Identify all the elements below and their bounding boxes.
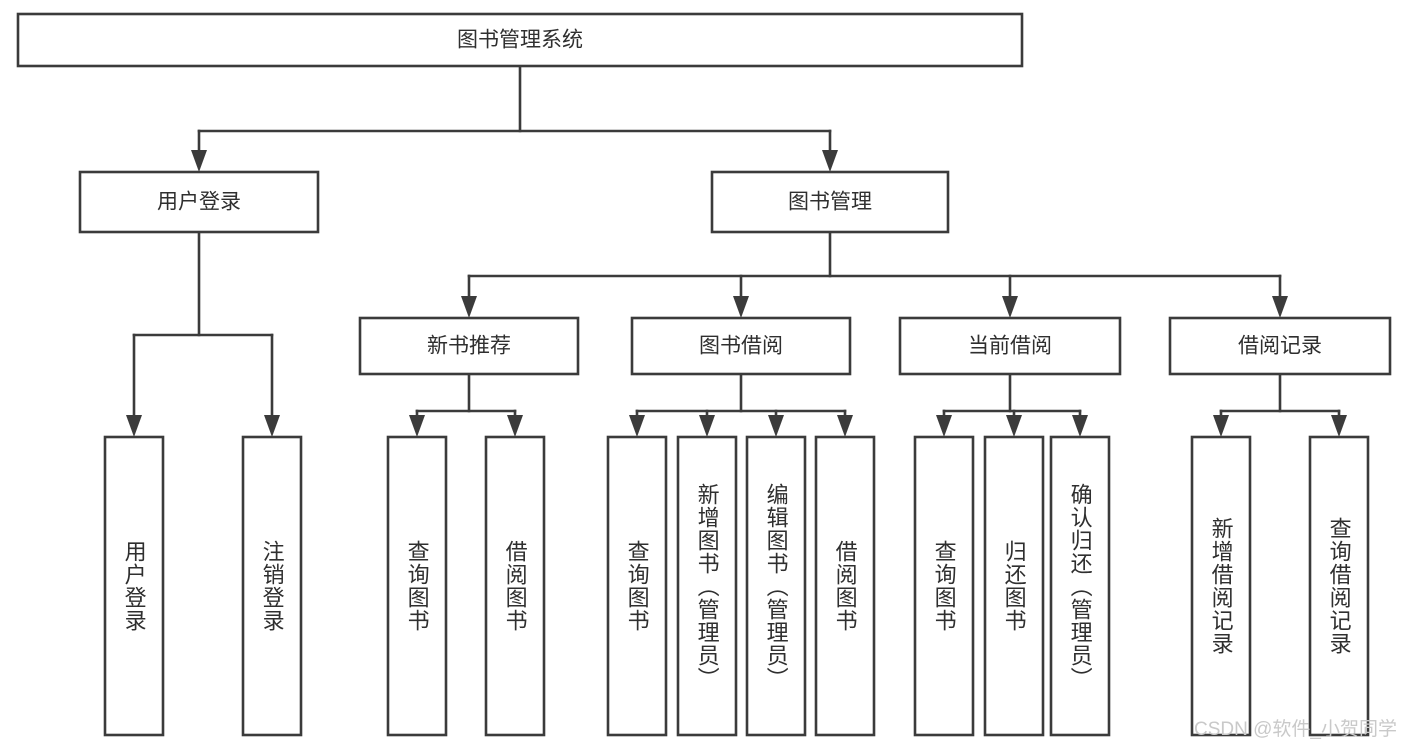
node-l3-label-borrow-record: 借阅记录 <box>1238 335 1322 358</box>
arrow-head-icon <box>768 415 784 437</box>
node-l3-label-current-borrow: 当前借阅 <box>968 335 1052 358</box>
arrow-head-icon <box>1002 296 1018 318</box>
arrow-head-icon <box>126 415 142 437</box>
arrow-head-icon <box>822 150 838 172</box>
node-l3-box-book-borrow[interactable] <box>630 316 852 376</box>
node-l2-label-book-manage: 图书管理 <box>788 191 872 214</box>
arrow-head-icon <box>699 415 715 437</box>
node-leaf-box-leaf-add-book[interactable] <box>676 435 738 737</box>
node-leaf-box-leaf-query-book-2[interactable] <box>606 435 668 737</box>
boxes-layer <box>16 12 1392 737</box>
node-leaf-box-leaf-edit-book[interactable] <box>745 435 807 737</box>
node-l3-label-book-borrow: 图书借阅 <box>699 335 783 358</box>
node-leaf-box-leaf-borrow-book-1[interactable] <box>484 435 546 737</box>
node-l2-label-user-login: 用户登录 <box>157 191 241 214</box>
node-l3-box-current-borrow[interactable] <box>898 316 1122 376</box>
node-title-label: 图书管理系统 <box>457 29 583 52</box>
arrow-head-icon <box>1272 296 1288 318</box>
csdn-watermark: CSDN @软件_小贺同学 <box>1194 719 1397 740</box>
node-leaf-box-leaf-add-record[interactable] <box>1190 435 1252 737</box>
arrow-head-icon <box>461 296 477 318</box>
node-leaf-box-leaf-confirm-return[interactable] <box>1049 435 1111 737</box>
node-leaf-box-leaf-return-book[interactable] <box>983 435 1045 737</box>
arrow-head-icon <box>1331 415 1347 437</box>
node-l3-box-new-book-recommend[interactable] <box>358 316 580 376</box>
arrow-head-icon <box>1072 415 1088 437</box>
arrow-head-icon <box>936 415 952 437</box>
arrow-head-icon <box>409 415 425 437</box>
node-leaf-box-leaf-query-book-1[interactable] <box>386 435 448 737</box>
arrow-head-icon <box>264 415 280 437</box>
node-l2-box-book-manage[interactable] <box>710 170 950 234</box>
arrow-head-icon <box>1006 415 1022 437</box>
node-leaf-box-leaf-logout[interactable] <box>241 435 303 737</box>
arrow-head-icon <box>733 296 749 318</box>
node-l3-label-new-book-recommend: 新书推荐 <box>427 335 511 358</box>
connectors-layer <box>126 64 1347 437</box>
arrow-head-icon <box>1213 415 1229 437</box>
arrow-head-icon <box>629 415 645 437</box>
node-leaf-box-leaf-query-book-3[interactable] <box>913 435 975 737</box>
arrow-head-icon <box>191 150 207 172</box>
node-l2-box-user-login[interactable] <box>78 170 320 234</box>
node-leaf-box-leaf-user-login[interactable] <box>103 435 165 737</box>
node-l3-box-borrow-record[interactable] <box>1168 316 1392 376</box>
node-leaf-box-leaf-query-record[interactable] <box>1308 435 1370 737</box>
node-leaf-box-leaf-borrow-book-2[interactable] <box>814 435 876 737</box>
arrow-head-icon <box>837 415 853 437</box>
node-title-box[interactable] <box>16 12 1024 68</box>
arrow-head-icon <box>507 415 523 437</box>
